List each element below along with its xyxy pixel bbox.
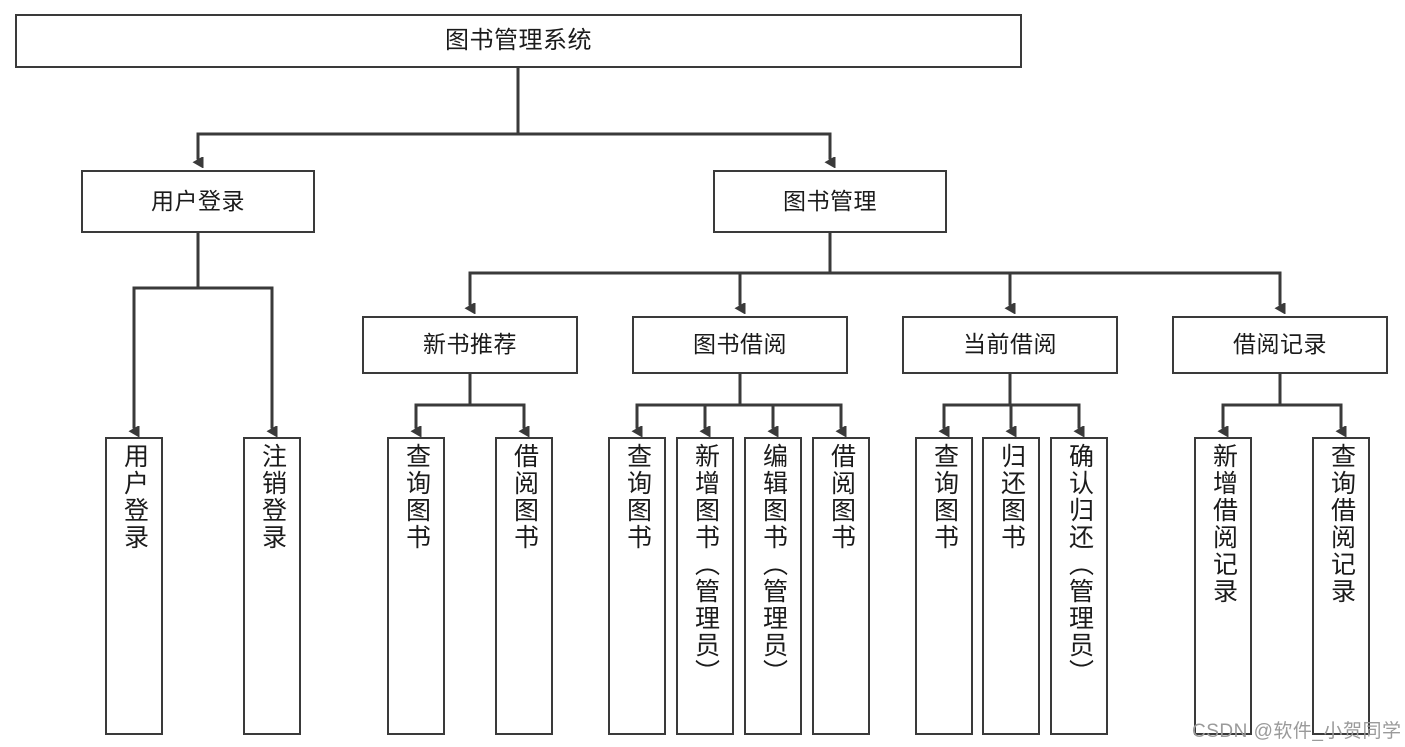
node-user-login-label: 用户登录 — [151, 187, 245, 214]
leaf-logout[interactable]: 注销登录 — [243, 437, 301, 735]
leaf-query-book-2[interactable]: 查询图书 — [608, 437, 666, 735]
leaf-user-login[interactable]: 用户登录 — [105, 437, 163, 735]
leaf-add-record[interactable]: 新增借阅记录 — [1194, 437, 1252, 735]
node-borrow-record-label: 借阅记录 — [1233, 331, 1327, 358]
leaf-add-book-label: 新增图书（管理员） — [691, 443, 720, 686]
node-current-borrow[interactable]: 当前借阅 — [902, 316, 1118, 374]
node-book-borrow[interactable]: 图书借阅 — [632, 316, 848, 374]
watermark-text: CSDN @软件_小贺同学 — [1192, 721, 1402, 742]
leaf-query-record[interactable]: 查询借阅记录 — [1312, 437, 1370, 735]
leaf-user-login-label: 用户登录 — [120, 443, 149, 551]
leaf-return-book-label: 归还图书 — [997, 443, 1026, 551]
node-root-label: 图书管理系统 — [445, 26, 592, 54]
leaf-logout-label: 注销登录 — [258, 443, 287, 551]
leaf-query-book-2-label: 查询图书 — [623, 443, 652, 551]
node-borrow-record[interactable]: 借阅记录 — [1172, 316, 1388, 374]
leaf-add-book[interactable]: 新增图书（管理员） — [676, 437, 734, 735]
node-user-login[interactable]: 用户登录 — [81, 170, 315, 233]
leaf-query-book-3-label: 查询图书 — [930, 443, 959, 551]
leaf-borrow-book-1-label: 借阅图书 — [510, 443, 539, 551]
leaf-query-record-label: 查询借阅记录 — [1327, 443, 1356, 605]
leaf-borrow-book-2-label: 借阅图书 — [827, 443, 856, 551]
node-book-manage-label: 图书管理 — [783, 187, 877, 214]
leaf-confirm-return[interactable]: 确认归还（管理员） — [1050, 437, 1108, 735]
leaf-add-record-label: 新增借阅记录 — [1209, 443, 1238, 605]
node-root[interactable]: 图书管理系统 — [15, 14, 1022, 68]
node-book-manage[interactable]: 图书管理 — [713, 170, 947, 233]
leaf-edit-book[interactable]: 编辑图书（管理员） — [744, 437, 802, 735]
leaf-query-book-1[interactable]: 查询图书 — [387, 437, 445, 735]
node-new-book-rec[interactable]: 新书推荐 — [362, 316, 578, 374]
node-book-borrow-label: 图书借阅 — [693, 331, 787, 358]
leaf-borrow-book-2[interactable]: 借阅图书 — [812, 437, 870, 735]
leaf-return-book[interactable]: 归还图书 — [982, 437, 1040, 735]
leaf-confirm-return-label: 确认归还（管理员） — [1065, 443, 1094, 686]
node-current-borrow-label: 当前借阅 — [963, 331, 1057, 358]
node-new-book-rec-label: 新书推荐 — [423, 331, 517, 358]
leaf-borrow-book-1[interactable]: 借阅图书 — [495, 437, 553, 735]
leaf-query-book-1-label: 查询图书 — [402, 443, 431, 551]
leaf-query-book-3[interactable]: 查询图书 — [915, 437, 973, 735]
leaf-edit-book-label: 编辑图书（管理员） — [759, 443, 788, 686]
